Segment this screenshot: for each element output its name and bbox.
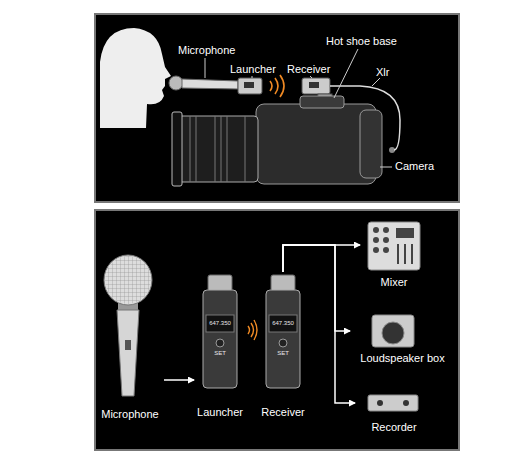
receiver-button xyxy=(279,339,287,347)
recorder-jacks xyxy=(377,400,409,406)
mic-head xyxy=(169,76,183,90)
launcher-body xyxy=(238,78,262,94)
lens-hood xyxy=(172,112,182,186)
lens-rings xyxy=(190,116,245,182)
microphone-node: Microphone xyxy=(96,255,164,420)
device-caption: Microphone xyxy=(96,408,164,420)
part-label: Xlr xyxy=(376,66,389,78)
frequency-readout: 647.350 xyxy=(269,320,297,327)
device-caption: Receiver xyxy=(257,406,309,418)
camera-lens xyxy=(178,116,258,182)
mic-grill xyxy=(104,255,152,305)
launcher-node: Launcher xyxy=(194,272,246,418)
receiver-screen xyxy=(309,82,319,88)
top-panel xyxy=(95,14,459,202)
device-caption: Loudspeaker box xyxy=(350,352,455,364)
part-label: Microphone xyxy=(178,44,235,56)
part-label: Receiver xyxy=(287,63,330,75)
button-label: SET xyxy=(206,350,234,357)
mixer-node: Mixer xyxy=(360,218,428,288)
cable-connector xyxy=(283,245,350,331)
receiver-node: Receiver xyxy=(257,272,309,418)
launcher-xlr-plug xyxy=(208,275,232,291)
frequency-readout: 647.350 xyxy=(206,320,234,327)
mic-grill-mesh xyxy=(105,256,151,304)
loudspeaker-icon xyxy=(372,315,414,347)
launcher-body xyxy=(203,290,237,388)
camera-body xyxy=(256,104,376,184)
device-caption: Launcher xyxy=(194,406,246,418)
mic-handle xyxy=(117,310,139,396)
wireless-waves xyxy=(270,75,284,97)
leader-lines xyxy=(205,49,392,167)
mixer-icon xyxy=(368,222,420,270)
camera-prism xyxy=(300,96,344,108)
recorder-icon xyxy=(368,395,418,411)
button-label: SET xyxy=(269,350,297,357)
part-label: Launcher xyxy=(230,63,276,75)
mic-handle xyxy=(182,79,238,89)
cable-connector xyxy=(283,245,360,272)
device-caption: Recorder xyxy=(355,421,433,433)
device-caption: Mixer xyxy=(360,276,428,288)
camera-grip xyxy=(360,110,382,178)
launcher-screen xyxy=(206,315,234,332)
head-silhouette xyxy=(100,28,171,128)
wireless-waves xyxy=(248,320,257,340)
part-label: Hot shoe base xyxy=(326,35,397,47)
receiver-body xyxy=(302,78,330,94)
speaker-cone xyxy=(382,322,404,344)
loudspeaker-node: Loudspeaker box xyxy=(350,312,455,364)
receiver-body xyxy=(266,290,300,388)
launcher-screen xyxy=(244,82,254,88)
part-label: Camera xyxy=(395,160,434,172)
receiver-screen xyxy=(269,315,297,332)
receiver-xlr-plug xyxy=(271,275,295,291)
cable-connector xyxy=(164,379,194,381)
mic-switch xyxy=(125,340,131,350)
xlr-cable xyxy=(330,86,400,150)
bottom-panel xyxy=(95,210,459,450)
mixer-knobs xyxy=(373,227,414,264)
launcher-button xyxy=(216,339,224,347)
recorder-node: Recorder xyxy=(355,391,433,433)
